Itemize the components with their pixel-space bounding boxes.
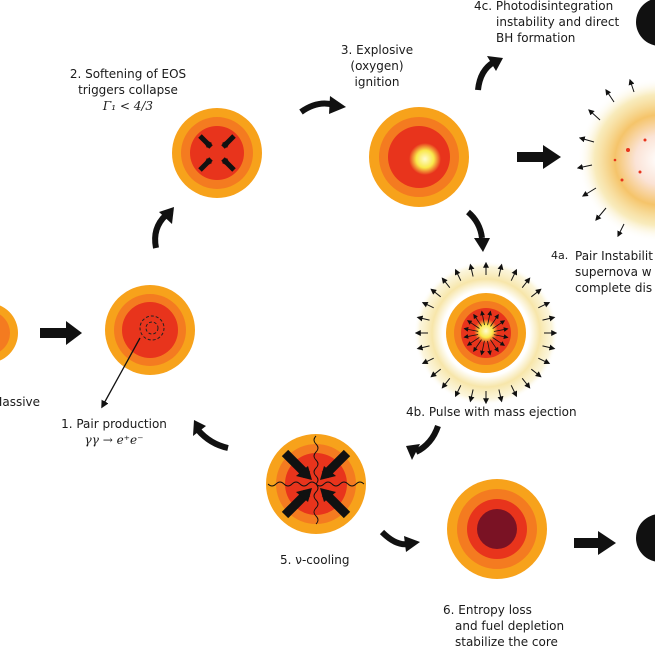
- ejecta-arrow: [538, 301, 551, 309]
- inner-flow-arrow: [480, 310, 485, 326]
- eos-formula: Γ₁ < 4/3: [102, 99, 154, 113]
- neutrino-wiggles: [267, 435, 365, 525]
- inner-flow-arrow: [490, 314, 499, 327]
- massive-star: [0, 305, 18, 361]
- ejecta-arrow: [521, 377, 531, 389]
- inner-flow-arrow: [487, 340, 492, 356]
- inner-flow-arrow: [492, 320, 506, 329]
- inner-flow-arrow: [480, 340, 485, 356]
- neutrino-cooling-star: [266, 434, 366, 534]
- ejecta-arrow: [542, 344, 556, 351]
- label-pulse-ejection: 4b. Pulse with mass ejection: [406, 405, 577, 419]
- inner-flow-arrow: [463, 334, 479, 339]
- ejecta-arrow: [441, 377, 451, 389]
- arrow-4b-to-5: [414, 424, 441, 455]
- pair-production-star: [101, 285, 195, 409]
- ejecta-arrow: [521, 277, 531, 289]
- black-hole-4c: [636, 0, 655, 46]
- inner-flow-arrow: [492, 337, 505, 346]
- ejecta-arrow: [441, 277, 451, 289]
- label-neutrino-cooling: 5. ν-cooling: [280, 553, 350, 567]
- ejecta-arrow: [416, 315, 430, 322]
- inner-flow-arrow: [466, 337, 480, 346]
- label-pair-instability-sn: 4a. Pair Instabilit supernova w complete…: [551, 249, 653, 295]
- inner-flow-arrow: [467, 320, 480, 329]
- ejecta-arrow: [497, 263, 504, 277]
- inner-flow-arrow: [493, 334, 509, 339]
- ejecta-arrow: [454, 268, 462, 281]
- arrow-3-to-4c: [475, 59, 496, 91]
- collapse-star: [172, 108, 262, 198]
- arrow-3-to-4b: [466, 209, 485, 239]
- pointer-line: [101, 337, 141, 409]
- arrow-5-to-1: [195, 427, 229, 451]
- label-pair-production: 1. Pair production γγ → e⁺e⁻: [58, 416, 170, 448]
- pair-production-formula: γγ → e⁺e⁻: [84, 433, 144, 447]
- arrow-6-to-bh: [574, 531, 616, 555]
- stabilized-star: [447, 479, 547, 579]
- label-photodisintegration: 4c. Photodisintegration instability and …: [474, 0, 620, 45]
- inner-flow-arrow: [473, 313, 482, 327]
- label-softening-eos: 2. Softening of EOS triggers collapse Γ₁…: [62, 66, 194, 114]
- arrow-massive-to-1: [40, 321, 82, 345]
- ejecta-arrow: [530, 368, 542, 378]
- label-entropy-loss: 6. Entropy loss and fuel depletion stabi…: [443, 603, 565, 649]
- collapse-arrows-icon: [198, 134, 236, 172]
- compression-arrows-icon: [281, 449, 351, 519]
- ejecta-arrow: [497, 389, 504, 403]
- arrow-1-to-2: [152, 212, 169, 249]
- ignition-star: [369, 107, 469, 207]
- ejecta-arrow: [421, 301, 434, 309]
- ejecta-arrow: [421, 357, 434, 365]
- inner-flow-arrow: [487, 310, 492, 326]
- ejecta-arrow: [510, 268, 518, 281]
- inner-flow-arrow: [493, 327, 509, 332]
- ejecta-arrow: [530, 288, 542, 298]
- ejecta-arrow: [468, 263, 475, 277]
- pulse-ejection-star: [414, 261, 558, 405]
- label-explosive-ignition: 3. Explosive (oxygen) ignition: [340, 43, 414, 89]
- inner-flow-arrow: [473, 339, 482, 352]
- ejecta-arrow: [430, 288, 442, 298]
- ejecta-arrow: [538, 357, 551, 365]
- arrow-2-to-3: [299, 100, 335, 115]
- inner-flow-arrow: [490, 339, 499, 353]
- ejecta-arrow: [416, 344, 430, 351]
- ejecta-arrow: [542, 315, 556, 322]
- arrow-5-to-6: [379, 529, 409, 548]
- label-massive: Massive: [0, 395, 41, 409]
- ejecta-arrow: [468, 389, 475, 403]
- ejecta-arrow: [454, 385, 462, 398]
- black-hole-6: [636, 514, 655, 562]
- arrow-3-to-4a: [517, 145, 561, 169]
- ejecta-arrow: [510, 385, 518, 398]
- inner-flow-arrow: [463, 327, 479, 332]
- ejecta-arrow: [430, 368, 442, 378]
- pair-instability-supernova: [576, 78, 655, 242]
